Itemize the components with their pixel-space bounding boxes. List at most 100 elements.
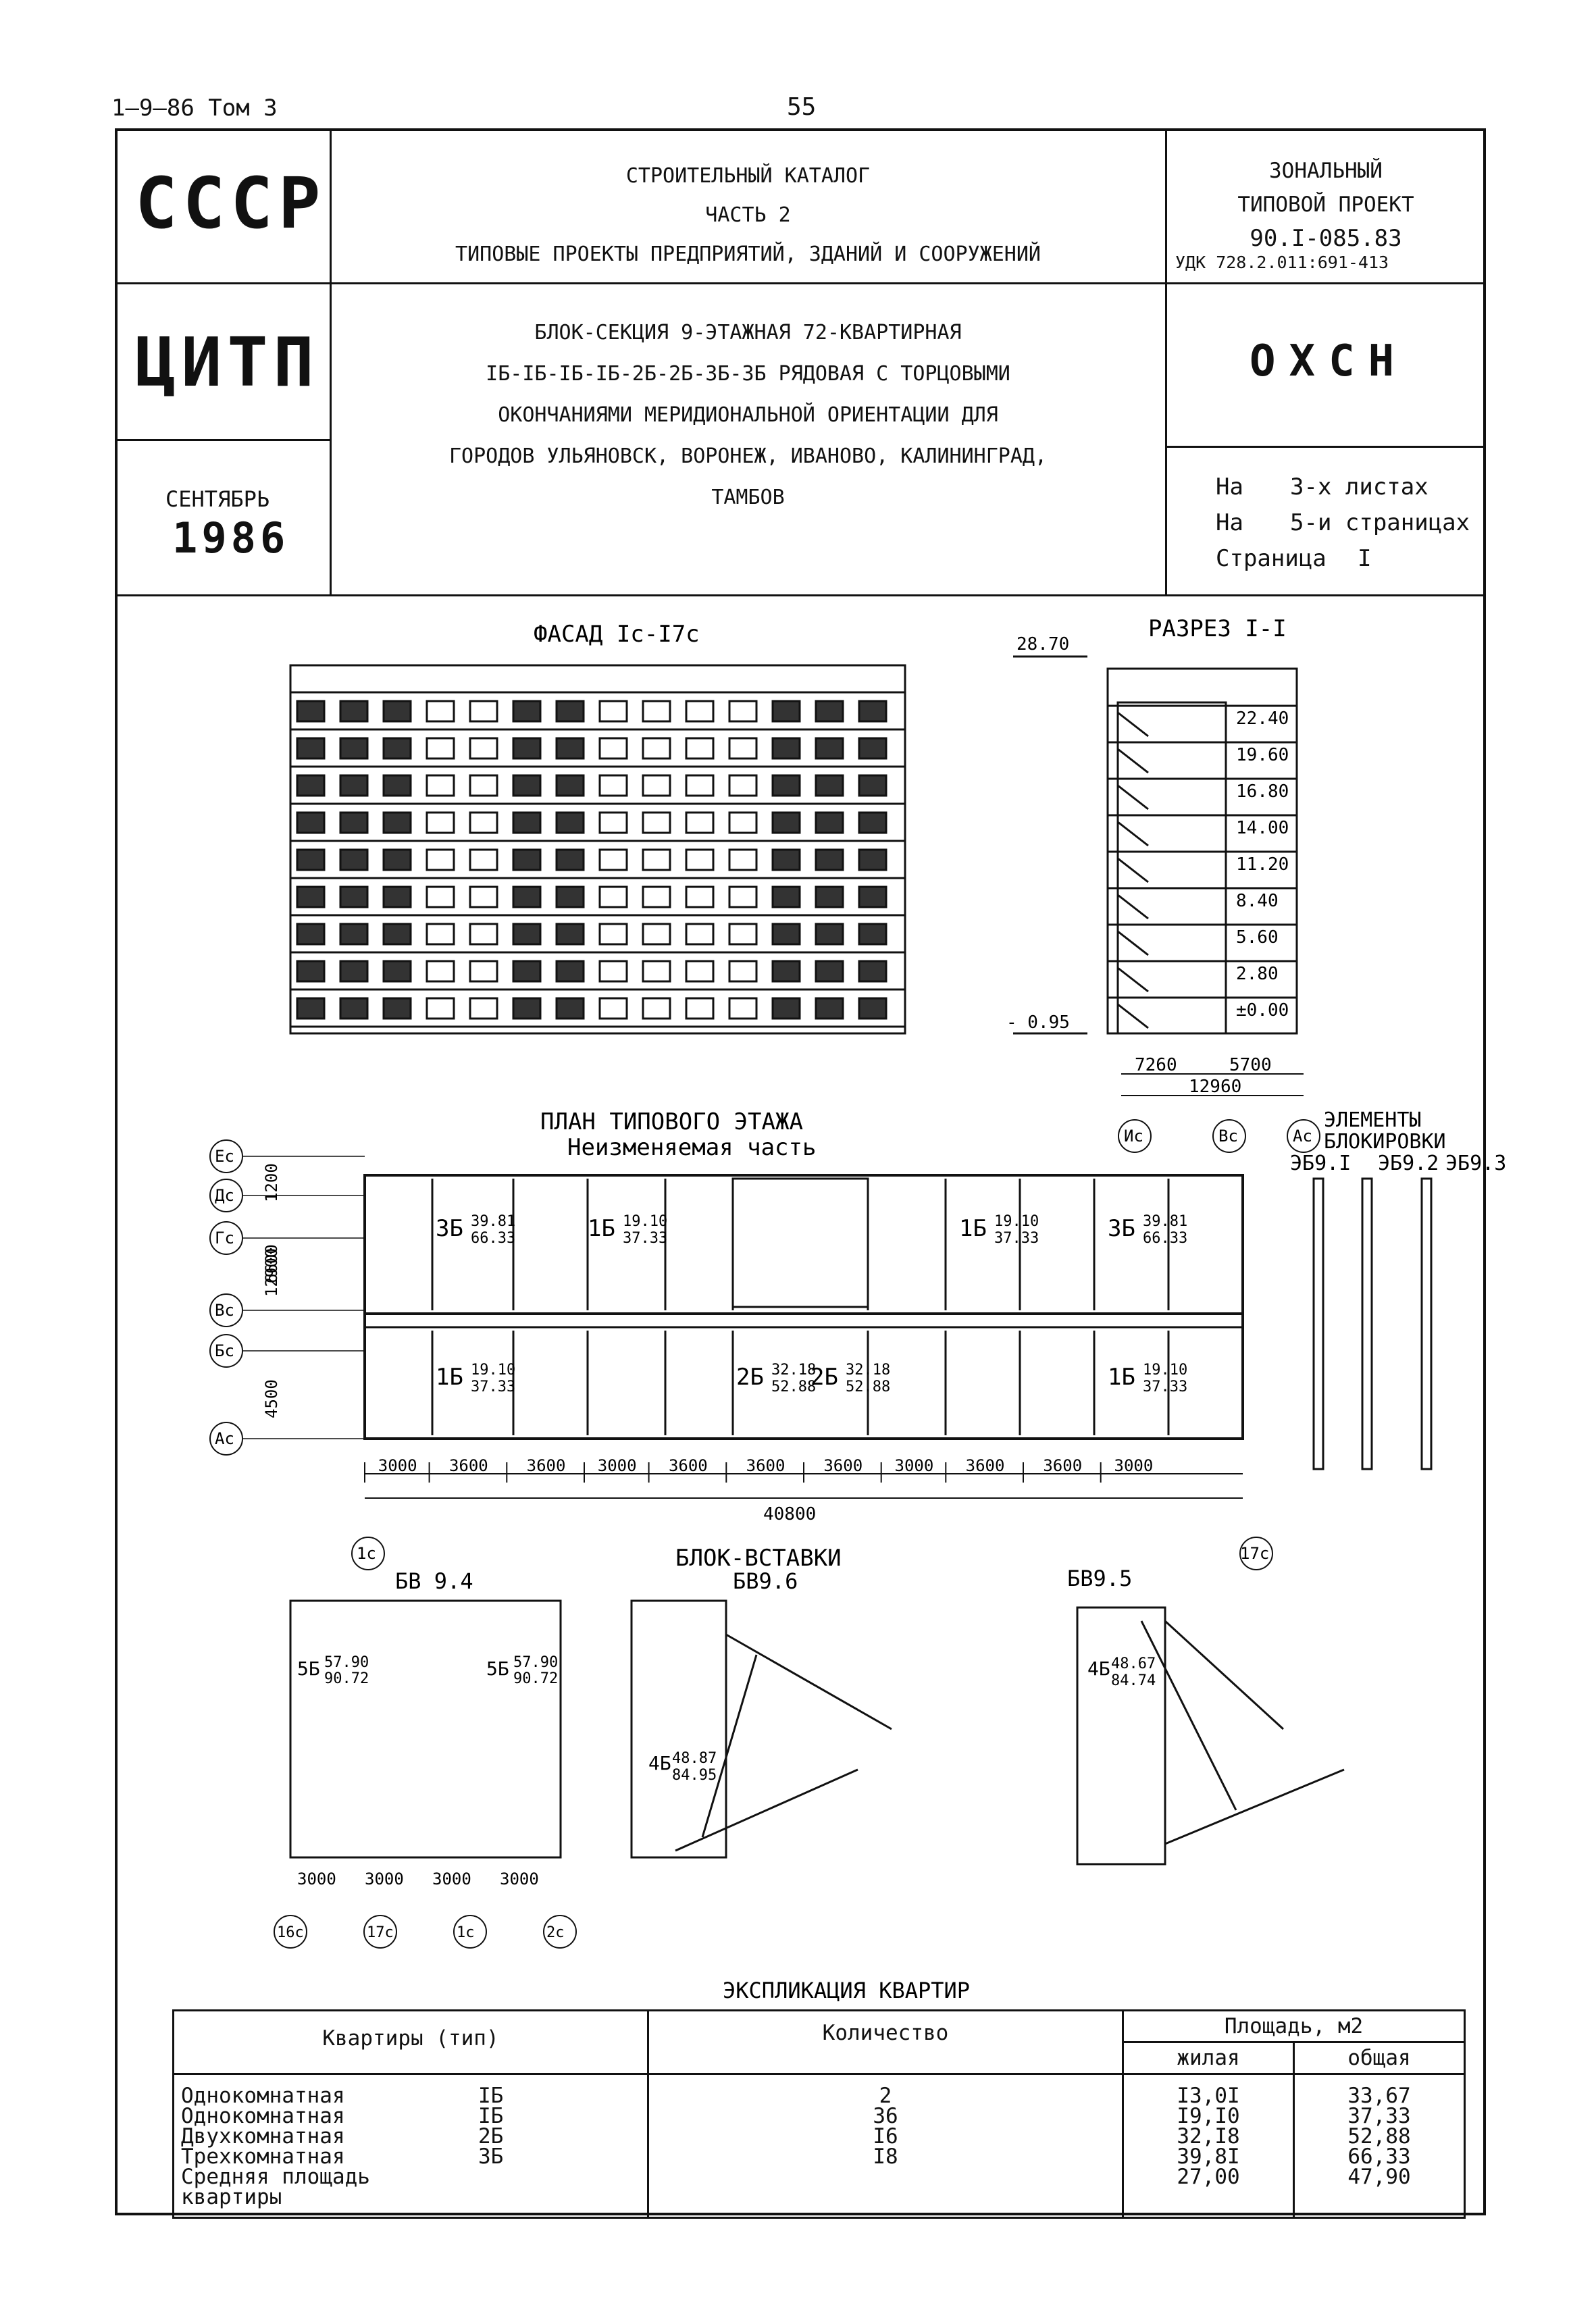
facade-balcony — [858, 848, 887, 871]
facade-window — [642, 923, 671, 946]
facade-balcony — [771, 811, 801, 834]
facade-balcony — [512, 923, 542, 946]
plan-axis-marker — [209, 1221, 243, 1255]
blocking-item-1: ЭБ9.I — [1290, 1152, 1351, 1175]
section-level-label: 2.80 — [1236, 964, 1279, 984]
facade-window — [642, 960, 671, 983]
project-block: ЗОНАЛЬНЫЙ ТИПОВОЙ ПРОЕКТ 90.I-085.83 — [1167, 154, 1485, 255]
blocking-elements — [1312, 1177, 1433, 1470]
facade-balcony — [858, 811, 887, 834]
facade-window — [728, 737, 758, 760]
apt-living-area: 19.10 — [994, 1213, 1039, 1230]
project-line: ТИПОВОЙ ПРОЕКТ — [1237, 192, 1414, 217]
facade-balcony — [296, 811, 326, 834]
col-total-header: общая — [1293, 2041, 1466, 2075]
catalog-line: ЧАСТЬ 2 — [705, 203, 791, 227]
facade-window — [469, 960, 498, 983]
facade-balcony — [382, 811, 412, 834]
facade-window — [426, 960, 455, 983]
facade-balcony — [771, 997, 801, 1020]
blocking-title-1: ЭЛЕМЕНТЫ — [1324, 1108, 1422, 1132]
code-label: ОХСН — [1250, 336, 1408, 386]
explication-title: ЭКСПЛИКАЦИЯ КВАРТИР — [723, 1978, 970, 2003]
facade-balcony — [858, 774, 887, 797]
bv95-apt-area: 48.67 — [1111, 1655, 1156, 1672]
bv94-axis-marker — [363, 1915, 397, 1949]
facade-balcony — [771, 737, 801, 760]
facade-balcony — [858, 737, 887, 760]
title-block: БЛОК-СЕКЦИЯ 9-ЭТАЖНАЯ 72-КВАРТИРНАЯ IБ-I… — [331, 312, 1165, 518]
title-line: ГОРОДОВ УЛЬЯНОВСК, ВОРОНЕЖ, ИВАНОВО, КАЛ… — [448, 444, 1047, 468]
catalog-block: СТРОИТЕЛЬНЫЙ КАТАЛОГ ЧАСТЬ 2 ТИПОВЫЕ ПРО… — [331, 157, 1165, 274]
plan-axis-label: Ес — [215, 1147, 234, 1166]
facade-balcony — [296, 997, 326, 1020]
facade-window — [469, 811, 498, 834]
facade-window — [469, 885, 498, 908]
explication-total: 47,90 — [1347, 2165, 1411, 2189]
section-dim-1: 7260 — [1135, 1055, 1177, 1075]
plan-axis-marker — [209, 1179, 243, 1212]
facade-window — [728, 848, 758, 871]
section-axis-label: Ис — [1124, 1127, 1143, 1146]
facade-window — [469, 700, 498, 723]
plan-bottom-dim: 3600 — [669, 1456, 708, 1475]
bv94-dim: 3000 — [500, 1870, 539, 1888]
facade-balcony — [382, 774, 412, 797]
section-axis-label: Вс — [1218, 1127, 1238, 1146]
apt-living-area: 19.10 — [623, 1213, 667, 1230]
facade-balcony — [382, 997, 412, 1020]
facade-window — [728, 923, 758, 946]
plan-bottom-dim: 3600 — [966, 1456, 1005, 1475]
plan-axis-start: 1с — [357, 1544, 376, 1563]
facade-balcony — [815, 997, 844, 1020]
plan-left-dim: 12900 — [262, 1248, 281, 1297]
facade-window — [728, 811, 758, 834]
bv95-apt-total: 84.74 — [1111, 1672, 1156, 1689]
facade-window — [426, 737, 455, 760]
title-line: ТАМБОВ — [711, 486, 785, 509]
plan-bottom-dim: 3000 — [378, 1456, 417, 1475]
bv94-apt-type: 5Б — [297, 1657, 320, 1680]
facade-balcony — [815, 885, 844, 908]
apt-total-area: 37.33 — [1143, 1379, 1187, 1395]
facade-balcony — [339, 737, 369, 760]
facade-balcony — [771, 923, 801, 946]
section-level-label: 8.40 — [1236, 891, 1279, 911]
facade-window — [598, 700, 628, 723]
facade-balcony — [339, 848, 369, 871]
explication-total: 33,67 — [1347, 2084, 1411, 2108]
explication-count: I6 — [873, 2124, 898, 2149]
section-top-level: 28.70 — [1016, 634, 1069, 654]
facade-window — [598, 997, 628, 1020]
col-type-header: Квартиры (тип) — [172, 2009, 649, 2075]
facade-window — [598, 960, 628, 983]
section-axis-marker — [1212, 1119, 1246, 1153]
facade-balcony — [512, 960, 542, 983]
facade-balcony — [382, 848, 412, 871]
facade-balcony — [555, 997, 585, 1020]
section-stair — [1117, 821, 1149, 847]
facade-balcony — [815, 923, 844, 946]
section-bottom-level: - 0.95 — [1006, 1012, 1070, 1033]
facade-balcony — [815, 811, 844, 834]
facade-balcony — [555, 811, 585, 834]
facade-balcony — [296, 737, 326, 760]
facade-window — [685, 848, 715, 871]
facade-balcony — [296, 848, 326, 871]
facade-balcony — [382, 960, 412, 983]
bv94-apt-total: 90.72 — [513, 1670, 558, 1687]
facade-balcony — [512, 700, 542, 723]
facade-balcony — [555, 774, 585, 797]
facade-balcony — [512, 997, 542, 1020]
section-stair — [1117, 784, 1149, 811]
bv94-axis-label: 16с — [277, 1924, 304, 1941]
plan-bottom-dim: 3600 — [746, 1456, 786, 1475]
year-label: 1986 — [172, 513, 290, 563]
facade-balcony — [382, 700, 412, 723]
section-level-label: ±0.00 — [1236, 1000, 1289, 1021]
bv94-title: БВ 9.4 — [395, 1568, 473, 1594]
